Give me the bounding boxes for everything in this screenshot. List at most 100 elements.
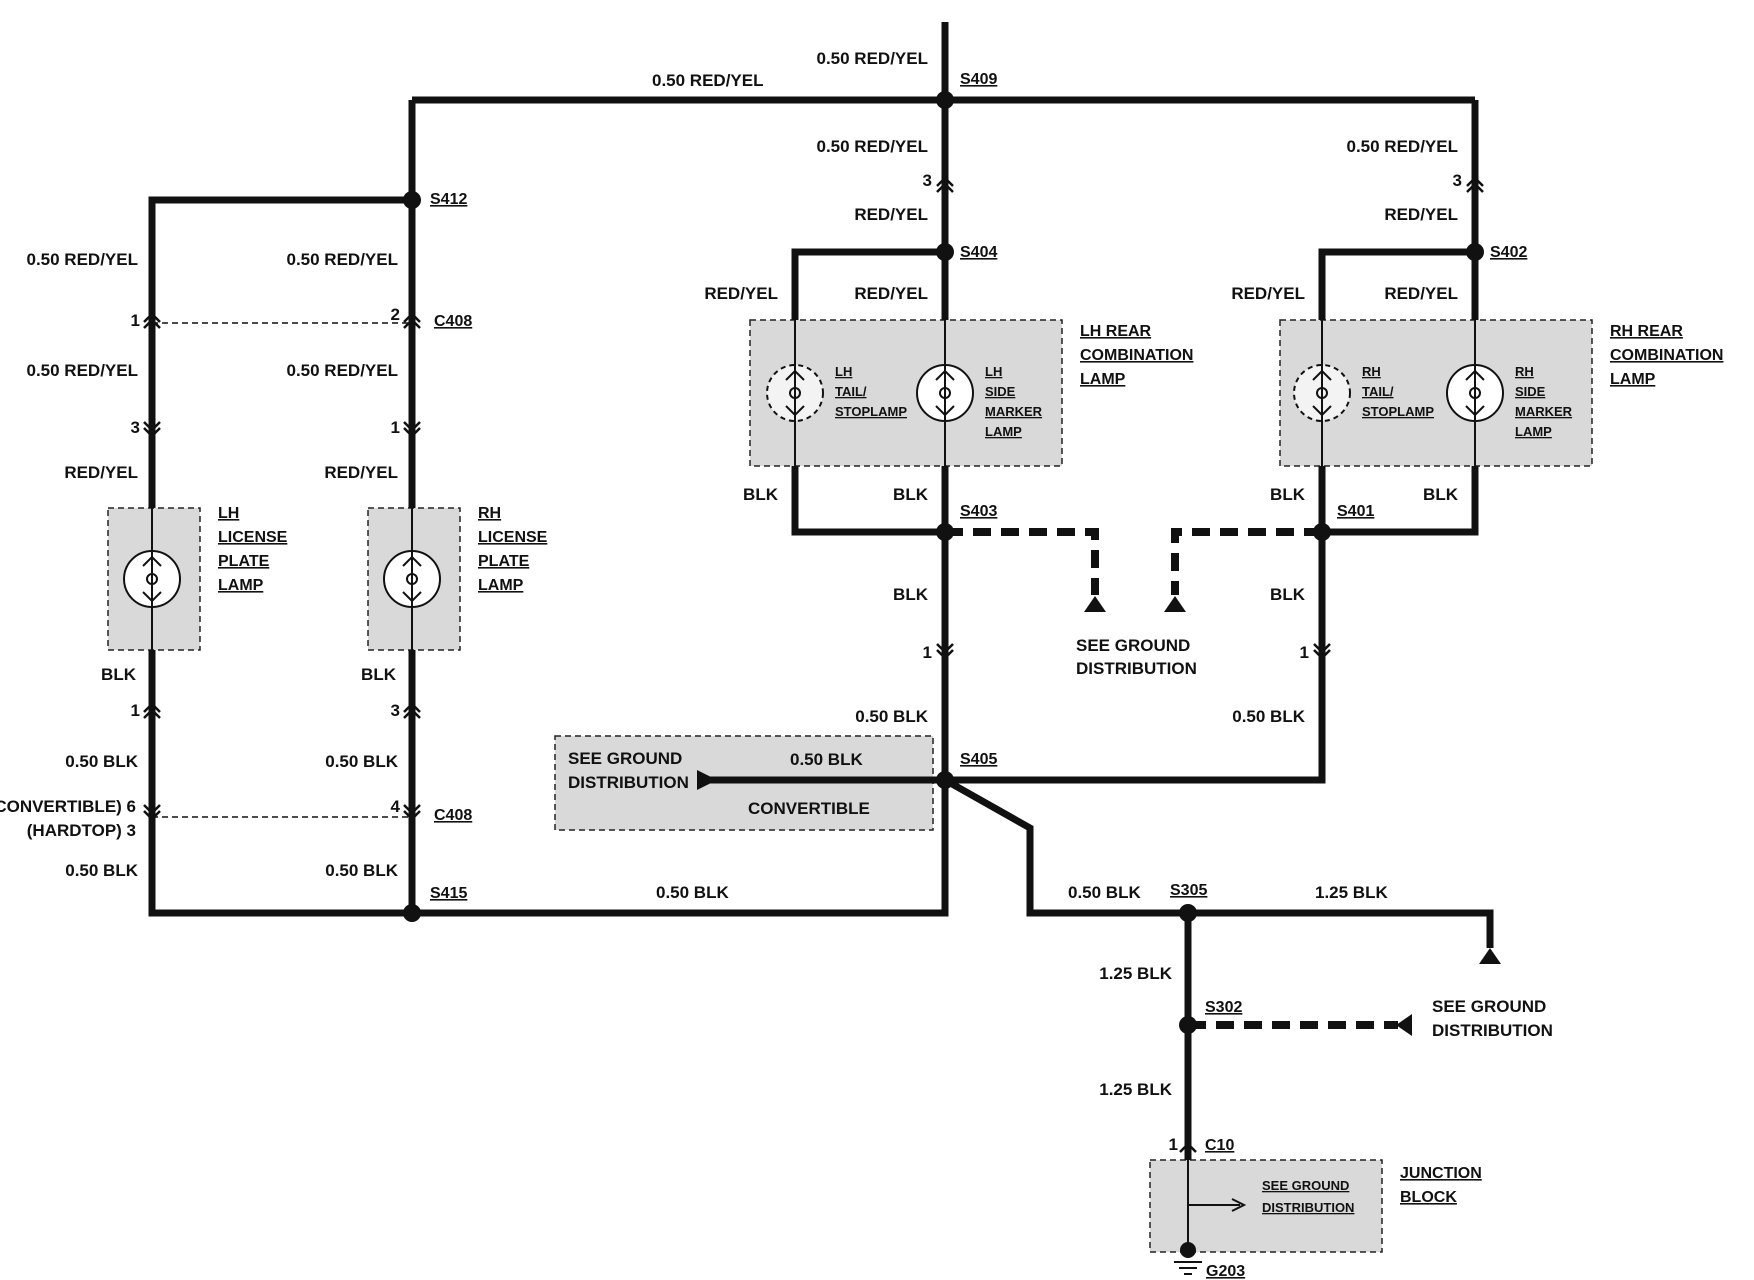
lh-tail-feed-wire — [791, 248, 945, 320]
label-bottom-run: 0.50 BLK — [656, 883, 729, 902]
chevron-lh-plate-in — [143, 421, 161, 438]
pin-lh-plate-in: 3 — [131, 418, 140, 437]
splice-s412 — [403, 191, 421, 209]
pin-lh-comb-in: 3 — [923, 171, 932, 190]
chevron-c408-lh-low — [143, 804, 161, 821]
chevron-lh-comb-in — [936, 176, 954, 193]
pin-rh-comb-in: 3 — [1453, 171, 1462, 190]
label-s401: S401 — [1337, 503, 1374, 520]
pin-rh-plate-in: 1 — [391, 418, 400, 437]
svg-text:LH: LH — [835, 364, 852, 379]
label-convertible: CONVERTIBLE — [748, 799, 870, 818]
svg-text:MARKER: MARKER — [1515, 404, 1573, 419]
label-lh-comb-upper: 0.50 RED/YEL — [817, 137, 929, 156]
label-rh-plate-feed: RED/YEL — [324, 463, 398, 482]
svg-text:LICENSE: LICENSE — [478, 529, 548, 546]
rh-license-plate-lamp-title: RH LICENSE PLATE LAMP — [478, 505, 548, 594]
svg-text:COMBINATION: COMBINATION — [1610, 347, 1723, 364]
label-s302: S302 — [1205, 999, 1242, 1016]
label-s401-lower: 0.50 BLK — [1232, 707, 1305, 726]
pin-lh-comb-out: 1 — [923, 643, 932, 662]
svg-text:RH: RH — [478, 505, 501, 522]
rh-tail-feed-wire — [1318, 248, 1475, 320]
chevron-rh-plate-in — [403, 421, 421, 438]
svg-text:LAMP: LAMP — [1515, 424, 1552, 439]
chevron-lh-comb-out — [936, 643, 954, 660]
svg-text:SEE GROUND: SEE GROUND — [1076, 636, 1190, 655]
lh-comb-ground-wire — [791, 466, 945, 536]
rh-comb-ground-wire — [1322, 466, 1479, 536]
chevron-c10 — [1179, 1142, 1197, 1153]
rh-license-plate-lamp-bulb-icon — [383, 550, 441, 608]
label-s305: S305 — [1170, 882, 1207, 899]
convertible-ground-arrow — [697, 770, 717, 790]
label-lh-plate-gnd: BLK — [101, 665, 137, 684]
pin-c408-lh-top: 1 — [131, 311, 140, 330]
ground-distribution-note-mid: SEE GROUND DISTRIBUTION — [1076, 636, 1197, 678]
svg-text:LAMP: LAMP — [985, 424, 1022, 439]
svg-text:DISTRIBUTION: DISTRIBUTION — [1432, 1021, 1553, 1040]
splice-s401 — [1313, 523, 1331, 541]
svg-text:SEE GROUND: SEE GROUND — [568, 749, 682, 768]
junction-block-title: JUNCTION BLOCK — [1400, 1165, 1482, 1206]
label-rh-side-gnd: BLK — [1423, 485, 1459, 504]
label-lh-tail-feed: RED/YEL — [704, 284, 778, 303]
svg-text:LAMP: LAMP — [218, 577, 264, 594]
lh-tail-stoplamp-title: LH TAIL/ STOPLAMP — [835, 364, 907, 419]
label-s403-down: BLK — [893, 585, 929, 604]
chevron-lh-plate-out — [143, 702, 161, 719]
label-lh-plate-upper: 0.50 RED/YEL — [27, 250, 139, 269]
rh-side-marker-lamp-bulb-icon — [1446, 364, 1504, 422]
label-s404: S404 — [960, 244, 997, 261]
svg-text:LICENSE: LICENSE — [218, 529, 288, 546]
label-lh-plate-mid: 0.50 RED/YEL — [27, 361, 139, 380]
svg-text:SEE GROUND: SEE GROUND — [1432, 997, 1546, 1016]
label-rh-plate-mid: 0.50 RED/YEL — [287, 361, 399, 380]
label-c408-bottom: C408 — [434, 807, 472, 824]
pin-rh-plate-out: 3 — [391, 701, 400, 720]
label-rh-plate-upper: 0.50 RED/YEL — [287, 250, 399, 269]
label-s402: S402 — [1490, 244, 1527, 261]
label-rh-tail-feed: RED/YEL — [1231, 284, 1305, 303]
svg-text:DISTRIBUTION: DISTRIBUTION — [568, 773, 689, 792]
junction-ground-arrowhead — [1231, 1198, 1247, 1212]
rh-side-marker-lamp-title: RH SIDE MARKER LAMP — [1515, 364, 1573, 439]
svg-text:LAMP: LAMP — [478, 577, 524, 594]
splice-s305 — [1179, 904, 1197, 922]
chevron-rh-comb-in — [1466, 176, 1484, 193]
s401-ground-dash-wire — [1171, 528, 1322, 595]
label-s302-down: 1.25 BLK — [1099, 1080, 1172, 1099]
svg-text:LH: LH — [218, 505, 239, 522]
chevron-c408-rh-low — [403, 804, 421, 821]
label-rh-plate-gnd: BLK — [361, 665, 397, 684]
pin-lh-plate-out: 1 — [131, 701, 140, 720]
pin-c408-rh-top: 2 — [391, 305, 400, 324]
svg-text:LAMP: LAMP — [1080, 371, 1126, 388]
svg-text:MARKER: MARKER — [985, 404, 1043, 419]
lh-tail-stoplamp-bulb-icon — [766, 364, 824, 422]
svg-text:RH: RH — [1362, 364, 1381, 379]
svg-text:JUNCTION: JUNCTION — [1400, 1165, 1482, 1182]
label-s403: S403 — [960, 503, 997, 520]
lh-plate-feed-wire — [148, 196, 412, 508]
lh-license-plate-lamp-title: LH LICENSE PLATE LAMP — [218, 505, 288, 594]
label-s305-right: 1.25 BLK — [1315, 883, 1388, 902]
label-s401-down: BLK — [1270, 585, 1306, 604]
rh-tail-stoplamp-bulb-icon — [1293, 364, 1351, 422]
ground-g203 — [1180, 1242, 1196, 1258]
pin-c408-lh-low2: (HARDTOP) 3 — [27, 821, 136, 840]
label-lh-plate-gnd-low: 0.50 BLK — [65, 861, 138, 880]
svg-text:STOPLAMP: STOPLAMP — [1362, 404, 1434, 419]
label-rh-plate-gnd-mid: 0.50 BLK — [325, 752, 398, 771]
lh-rear-combination-lamp-title: LH REAR COMBINATION LAMP — [1080, 323, 1193, 388]
svg-text:TAIL/: TAIL/ — [835, 384, 867, 399]
label-feed-top: 0.50 RED/YEL — [817, 49, 929, 68]
s405-to-s305-wire — [943, 776, 1494, 948]
splice-s402 — [1466, 243, 1484, 261]
label-s409: S409 — [960, 71, 997, 88]
chevron-c408-rh-top — [403, 312, 421, 329]
pin-c408-lh-low: (CONVERTIBLE) 6 — [0, 797, 136, 816]
label-c10: C10 — [1205, 1137, 1234, 1154]
label-g203: G203 — [1206, 1263, 1245, 1280]
label-c408-top: C408 — [434, 313, 472, 330]
